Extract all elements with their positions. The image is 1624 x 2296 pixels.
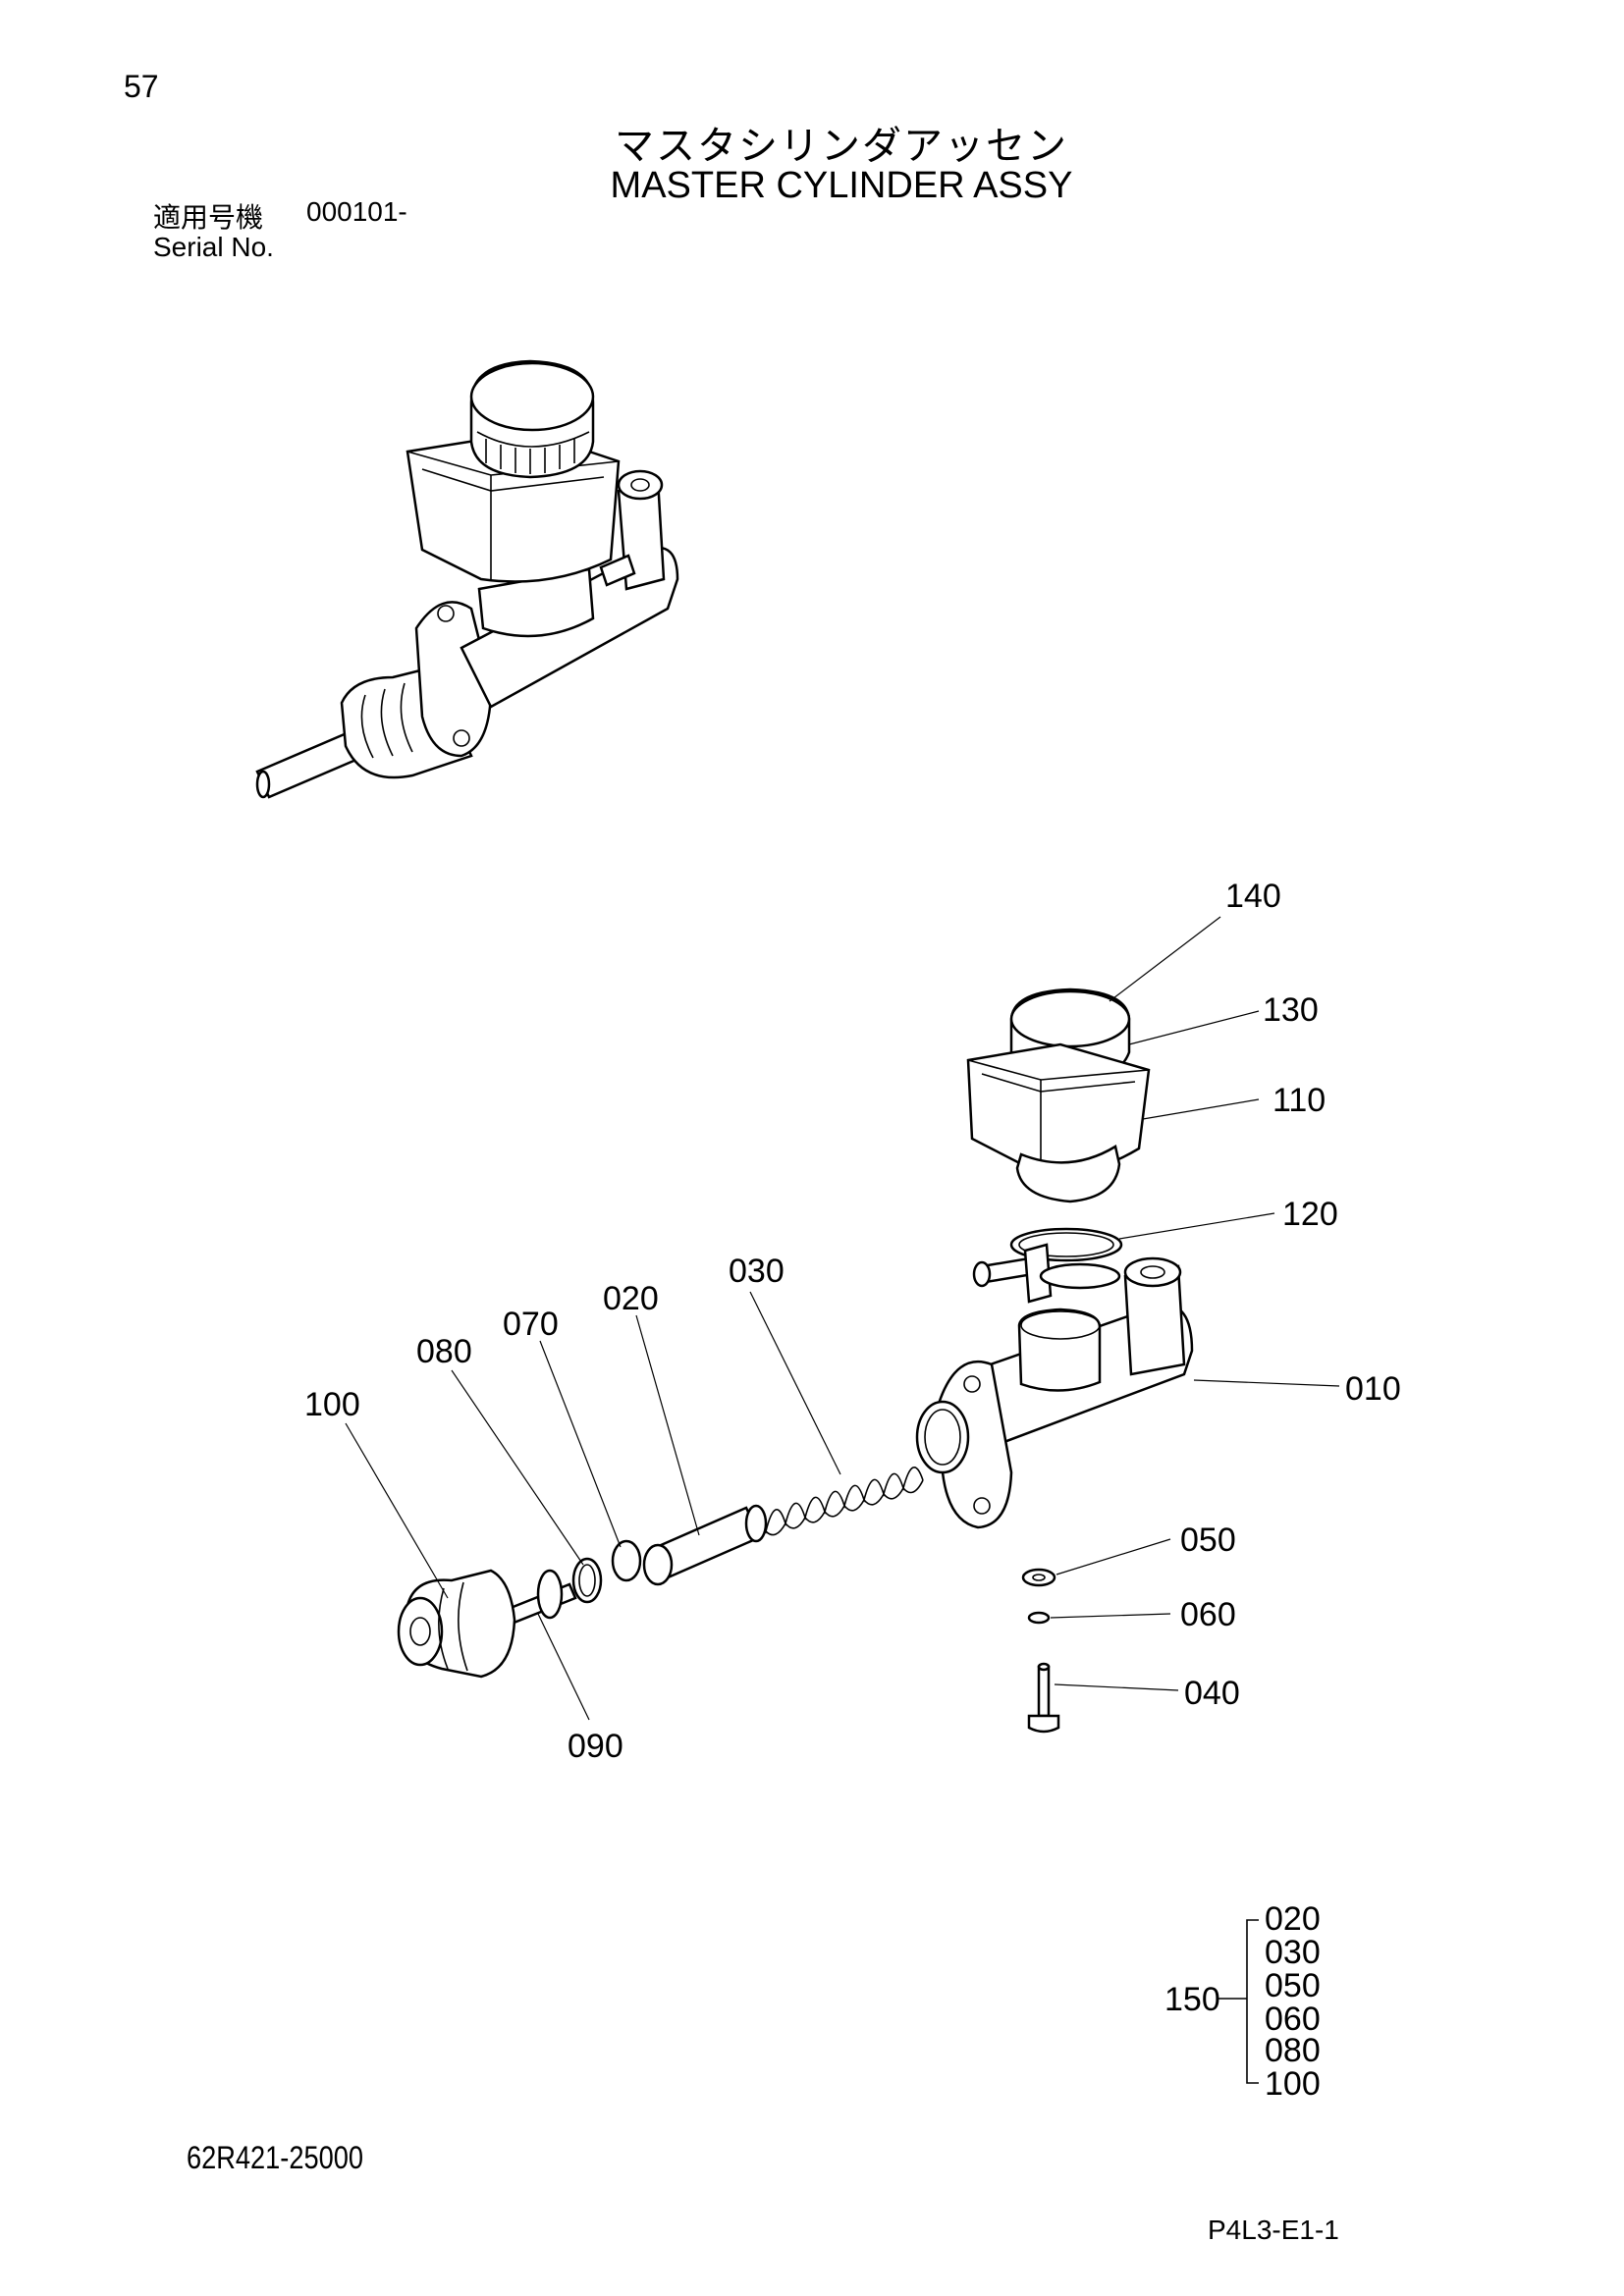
callout-100: 100: [304, 1386, 360, 1423]
part-040-bolt: [1037, 1665, 1051, 1718]
callout-140: 140: [1225, 878, 1281, 915]
hose-screw: [599, 554, 636, 587]
kit-member: 080: [1265, 2032, 1321, 2069]
exploded-cylinder-drawing: [397, 988, 1194, 1734]
kit-member: 100: [1265, 2065, 1321, 2103]
part-030-spring: [745, 1467, 924, 1534]
reservoir-neck: [1015, 1145, 1121, 1203]
title-english: MASTER CYLINDER ASSY: [610, 165, 1073, 206]
sheet-id: P4L3-E1-1: [1208, 2215, 1339, 2245]
kit-member: 030: [1265, 1934, 1321, 1971]
kit-member: 060: [1265, 2001, 1321, 2038]
serial-value: 000101-: [306, 196, 407, 227]
assembled-cylinder-drawing: [255, 359, 679, 799]
callout-130: 130: [1263, 991, 1319, 1029]
part-080-snap-ring: [571, 1557, 603, 1604]
part-060-washer: [1027, 1611, 1051, 1625]
kit-label: 150: [1164, 1981, 1220, 2018]
body-boss: [1017, 1308, 1102, 1392]
kit-member: 050: [1265, 1967, 1321, 2004]
part-110-reservoir: [966, 1042, 1151, 1176]
flange: [414, 601, 493, 758]
body-flange: [937, 1360, 1013, 1529]
callout-060: 060: [1180, 1596, 1236, 1633]
callout-010: 010: [1345, 1370, 1401, 1408]
callout-110: 110: [1272, 1082, 1326, 1119]
kit-member: 020: [1265, 1900, 1321, 1938]
callout-120: 120: [1282, 1196, 1338, 1233]
part-code: 62R421-25000: [187, 2140, 363, 2175]
callout-080: 080: [416, 1333, 472, 1370]
serial-label-japanese: 適用号機: [153, 201, 264, 234]
part-070-seal: [611, 1539, 642, 1582]
title-japanese: マスタシリンダアッセン: [615, 124, 1068, 169]
hose-clip: [1023, 1243, 1053, 1304]
push-rod-end: [255, 770, 271, 799]
callout-labels: 140 130 110 120 010 030 020 070 080 100 …: [304, 878, 1401, 1765]
callout-090: 090: [568, 1728, 623, 1765]
kit-bracket: 150 020 030 050 060 080 100: [1164, 1900, 1321, 2103]
serial-label-english: Serial No.: [153, 232, 274, 262]
callout-040: 040: [1184, 1675, 1240, 1712]
callout-030: 030: [729, 1253, 785, 1290]
callout-070: 070: [503, 1306, 559, 1343]
part-050-washer: [1021, 1568, 1056, 1587]
reservoir-nut: [477, 567, 595, 638]
callout-050: 050: [1180, 1522, 1236, 1559]
callout-020: 020: [603, 1280, 659, 1317]
page-number: 57: [124, 69, 159, 104]
leader-lines: [345, 916, 1340, 1721]
